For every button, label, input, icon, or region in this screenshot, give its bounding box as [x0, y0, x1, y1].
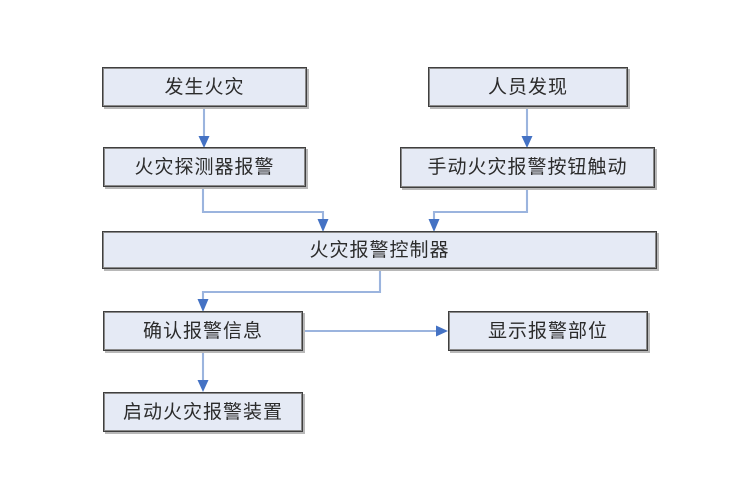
node-display-alarm-location[interactable]: 显示报警部位 [448, 311, 648, 351]
node-label: 确认报警信息 [142, 320, 263, 342]
node-detector-alarm[interactable]: 火灾探测器报警 [103, 147, 306, 187]
node-label: 启动火灾报警装置 [122, 401, 283, 423]
edge-confirm-to-display [304, 325, 448, 337]
edge-confirm-to-activate [197, 352, 209, 392]
node-manual-call-point[interactable]: 手动火灾报警按钮触动 [400, 147, 655, 188]
node-label: 发生火灾 [164, 76, 245, 98]
node-confirm-alarm-info[interactable]: 确认报警信息 [103, 311, 303, 351]
edge-manual-to-controller [428, 189, 529, 232]
node-person-discovers[interactable]: 人员发现 [428, 67, 628, 107]
node-label: 人员发现 [487, 76, 568, 98]
edge-controller-to-confirm [197, 270, 382, 312]
node-activate-alarm-device[interactable]: 启动火灾报警装置 [103, 392, 303, 432]
node-label: 显示报警部位 [487, 320, 608, 342]
edge-detector-to-controller [201, 188, 329, 232]
node-label: 火灾报警控制器 [309, 239, 450, 261]
edge-person-to-manual [521, 108, 533, 148]
node-label: 火灾探测器报警 [134, 156, 275, 178]
edge-fire-to-detector [198, 108, 210, 148]
node-alarm-controller[interactable]: 火灾报警控制器 [102, 231, 657, 269]
node-fire-occurs[interactable]: 发生火灾 [102, 67, 307, 107]
node-label: 手动火灾报警按钮触动 [427, 157, 628, 178]
